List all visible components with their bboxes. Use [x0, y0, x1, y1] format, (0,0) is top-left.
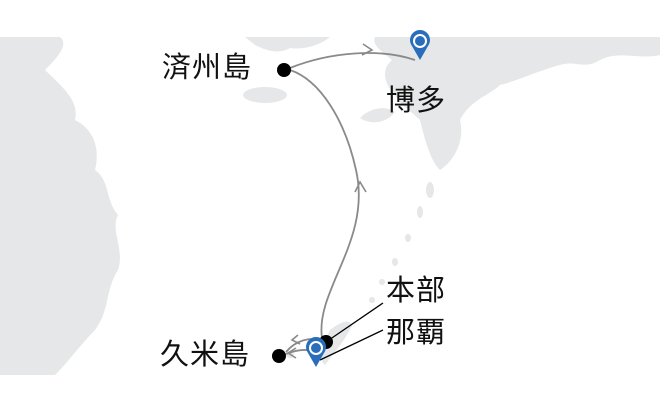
label-naha: 那覇	[386, 315, 447, 349]
label-jeju: 済州島	[162, 50, 253, 84]
arrow-left-icon	[290, 334, 301, 345]
stop-dot-jeju[interactable]	[277, 63, 291, 77]
route-motobu-jeju[interactable]	[289, 69, 360, 339]
arrow-up-icon	[354, 180, 367, 193]
leader-lines	[319, 302, 384, 361]
land-korea	[245, 37, 330, 52]
route-arrows	[286, 43, 374, 359]
label-hakata: 博多	[386, 83, 447, 117]
leader-naha	[319, 329, 384, 361]
label-kumejima: 久米島	[160, 337, 251, 371]
pin-naha[interactable]	[306, 337, 326, 367]
land-jeju	[243, 87, 287, 103]
pin-hakata[interactable]	[410, 30, 430, 60]
arrow-right-icon	[361, 43, 374, 56]
route-jeju-hakata[interactable]	[289, 52, 416, 69]
land-japan	[374, 37, 660, 170]
land-china	[0, 37, 120, 375]
land-layer	[0, 37, 660, 375]
leader-motobu	[325, 302, 384, 343]
stops-layer	[272, 63, 333, 363]
stop-dot-kumejima[interactable]	[272, 349, 286, 363]
land-goto	[360, 108, 395, 123]
arrow-left-icon	[286, 347, 297, 359]
label-motobu: 本部	[386, 273, 447, 307]
